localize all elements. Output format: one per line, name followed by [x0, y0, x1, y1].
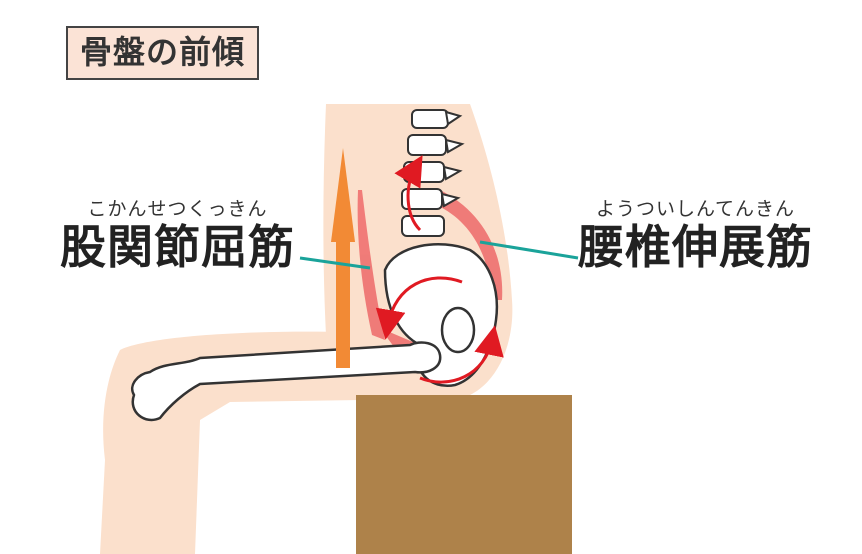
hip-flexor-label: こかんせつくっきん 股関節屈筋	[60, 198, 295, 274]
hip-flexor-text: 股関節屈筋	[60, 220, 295, 274]
back-extensor-label: ようついしんてんきん 腰椎伸展筋	[578, 198, 813, 274]
hip-flexor-ruby: こかんせつくっきん	[87, 198, 268, 220]
pelvis-rotation-arrow	[375, 276, 463, 340]
pelvis-lower-rotation-arrow	[419, 325, 504, 384]
back-extensor-text: 腰椎伸展筋	[578, 220, 813, 274]
femur-bone	[131, 341, 442, 421]
hip-flexor-leader-line	[299, 256, 371, 270]
up-arrow-icon	[331, 148, 355, 368]
back-extensor-ruby: ようついしんてんきん	[595, 198, 796, 220]
page-title: 骨盤の前傾	[66, 26, 260, 80]
rotation-arrows	[375, 155, 504, 384]
back-extensor-leader-line	[479, 240, 579, 260]
spine-rotation-arrow	[394, 155, 423, 232]
seat-box	[356, 395, 572, 554]
